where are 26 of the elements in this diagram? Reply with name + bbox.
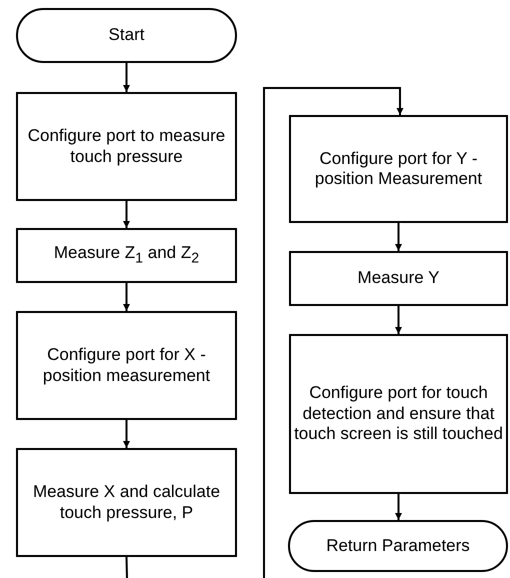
process-box <box>289 115 508 223</box>
step-text: Start <box>108 25 144 46</box>
process-box <box>16 92 237 201</box>
step-text: Configure port to measure touch pressure <box>26 126 226 167</box>
step-text: Configure port for X - position measurement <box>42 345 212 386</box>
arrow <box>123 420 130 448</box>
process-box <box>16 448 237 557</box>
terminal-box <box>288 520 508 572</box>
step-text: Return Parameters <box>326 536 470 556</box>
arrow <box>395 494 402 520</box>
arrow <box>123 201 130 228</box>
process-box <box>289 251 508 306</box>
step-text: Measure X and calculate touch pressure, P <box>32 482 222 523</box>
arrow <box>123 283 130 311</box>
step-text: Measure Y <box>358 268 440 289</box>
arrow <box>395 223 402 251</box>
step-text: Configure port for Y - position Measurement <box>314 148 484 190</box>
process-box <box>16 311 237 420</box>
step-text: Configure port for touch detection and ensure that touch screen is still touched <box>294 383 503 445</box>
connector-line <box>126 556 128 578</box>
process-box <box>16 228 237 283</box>
arrow <box>263 87 404 578</box>
arrow <box>395 306 402 334</box>
process-box <box>289 334 508 494</box>
step-text: Measure Z$_{1}$ and Z$_{2}$ <box>54 243 200 268</box>
arrow <box>123 63 130 92</box>
